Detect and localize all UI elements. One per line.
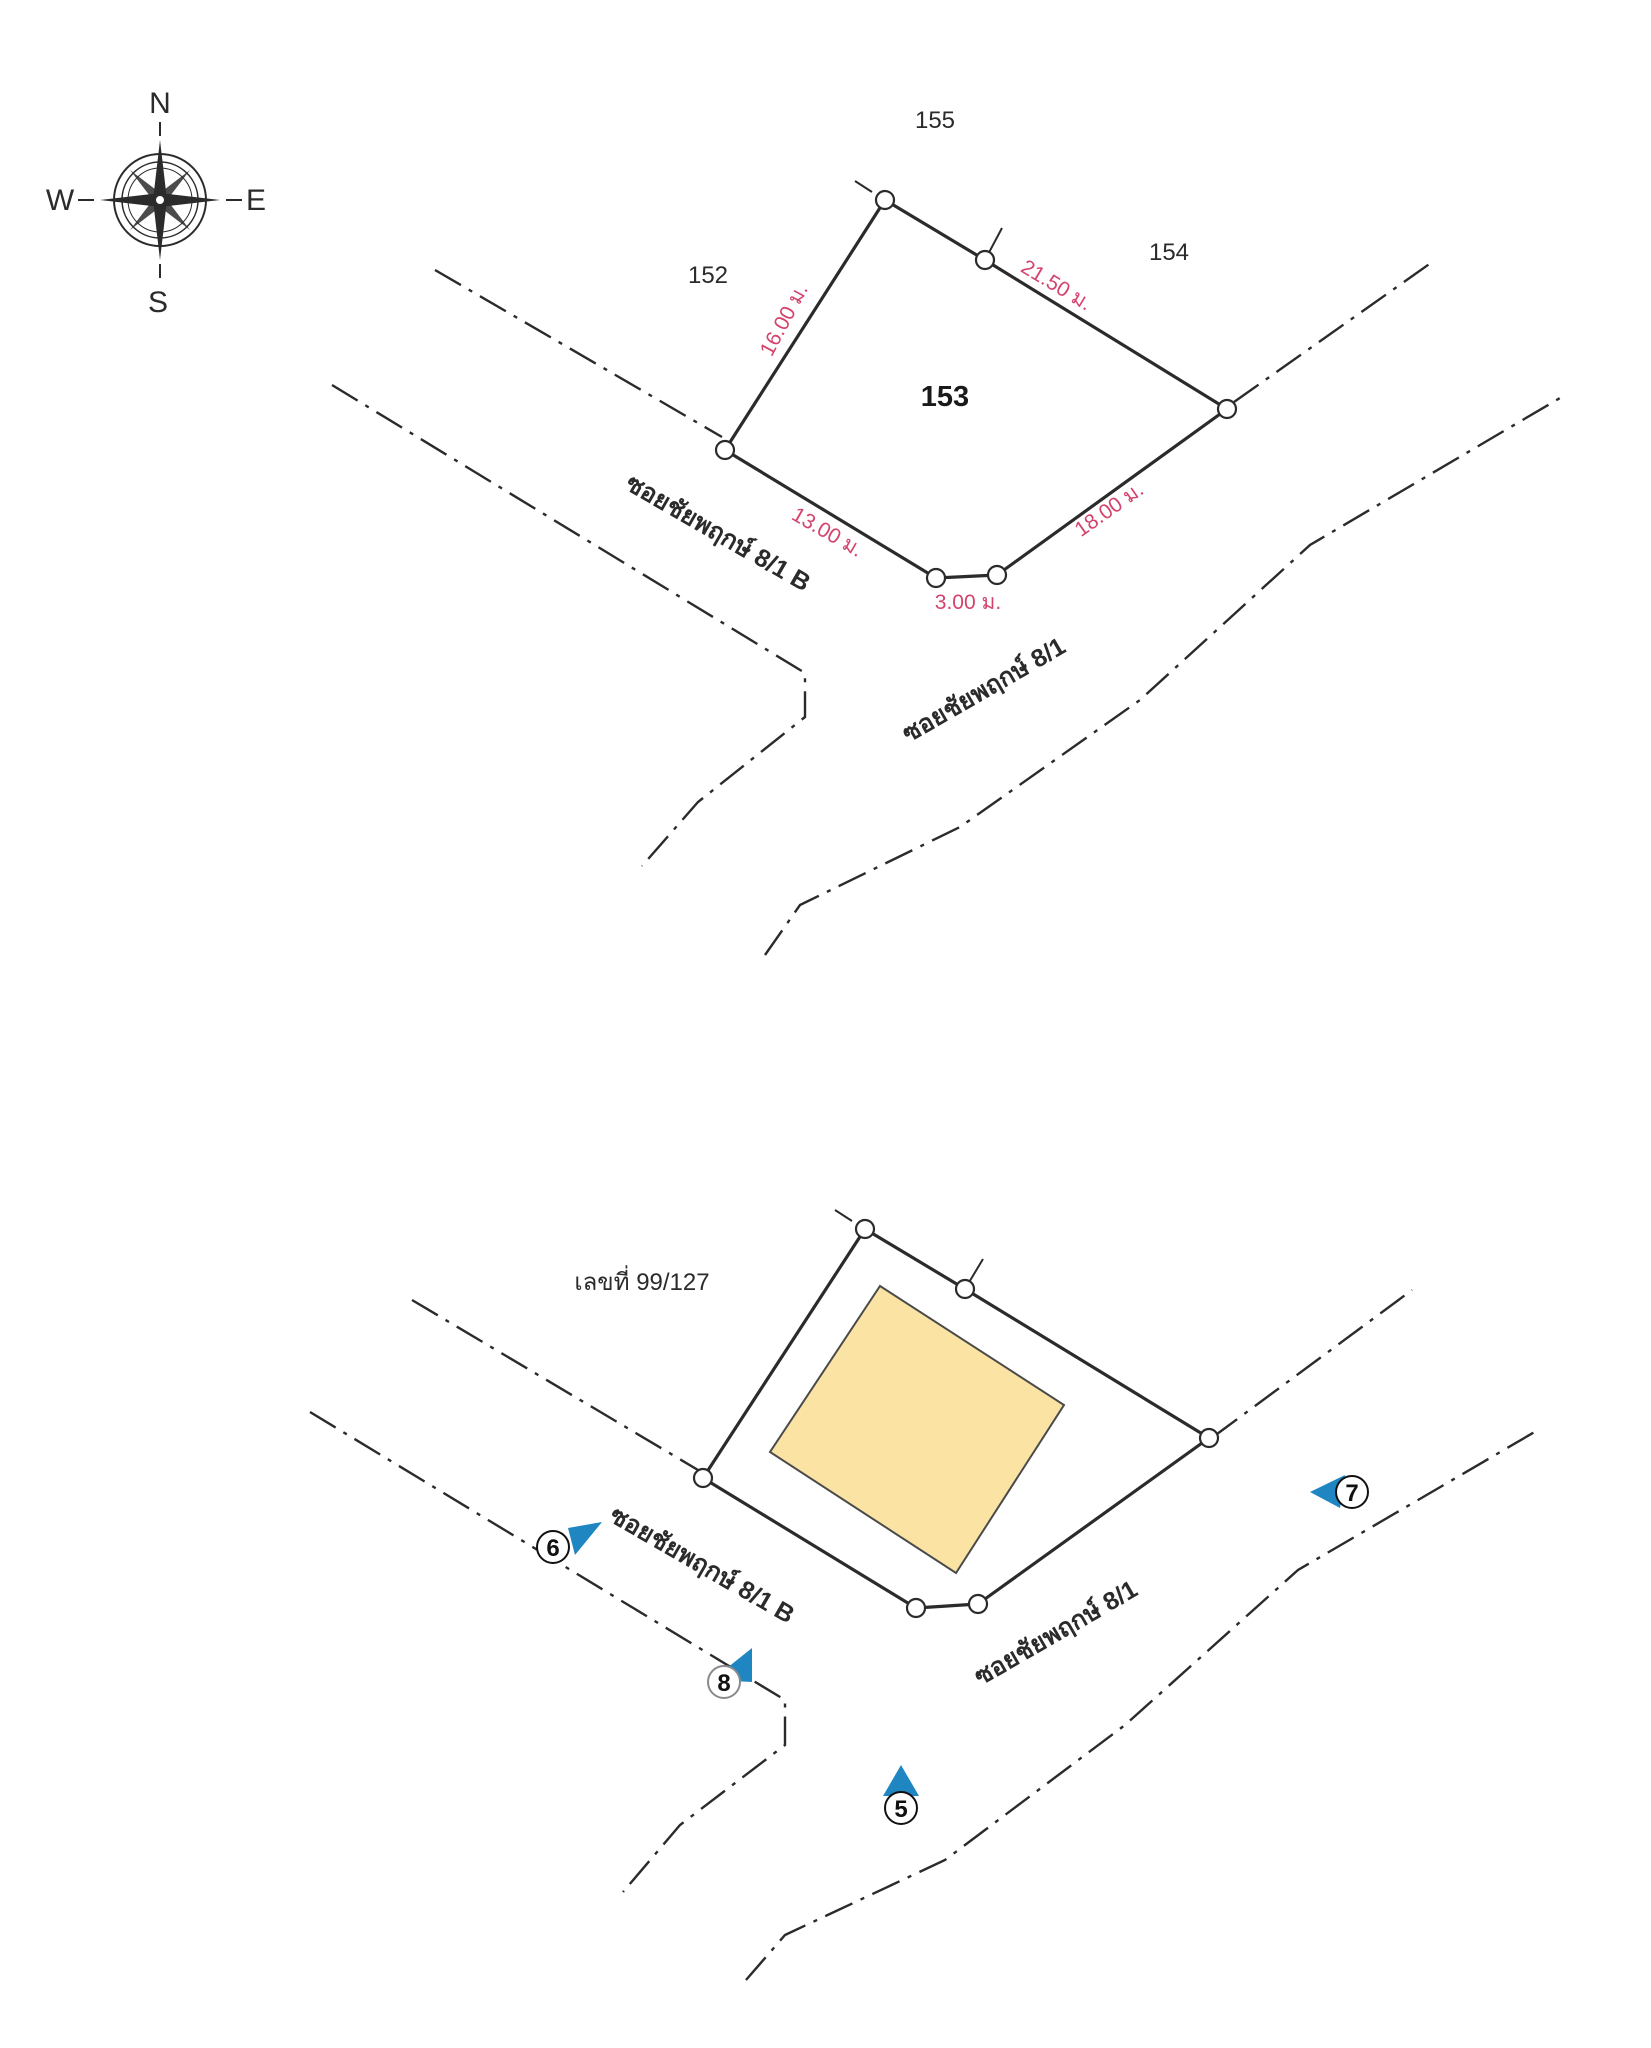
compass-east-label: E	[246, 184, 266, 217]
boundary-marker	[1216, 398, 1238, 420]
compass-north-label: N	[149, 87, 171, 120]
boundary-marker	[854, 1218, 876, 1240]
neighbor-plot-north: 155	[915, 107, 955, 134]
viewpoint-marker-7[interactable]: 7	[1310, 1475, 1369, 1509]
dimension-west-side: 16.00 ม.	[756, 280, 813, 360]
viewpoint-number-7: 7	[1345, 1480, 1358, 1507]
bottom-road-edge-main-south	[745, 1428, 1539, 1981]
boundary-marker	[905, 1597, 927, 1619]
viewpoint-marker-6[interactable]: 6	[536, 1522, 602, 1564]
boundary-marker	[986, 564, 1008, 586]
bottom-road-edge-b-south	[309, 1410, 787, 1893]
boundary-marker	[1198, 1427, 1220, 1449]
viewpoint-marker-8[interactable]: 8	[707, 1648, 752, 1699]
dimension-south-side: 3.00 ม.	[935, 591, 1001, 614]
boundary-marker	[974, 249, 996, 271]
viewpoint-marker-5[interactable]: 5	[883, 1765, 919, 1825]
compass-south-label: S	[148, 286, 168, 319]
boundary-marker	[714, 439, 736, 461]
bottom-road-edge-main-north	[1212, 1289, 1413, 1438]
boundary-marker	[692, 1467, 714, 1489]
address-label: เลขที่ 99/127	[574, 1265, 709, 1296]
boundary-marker	[874, 189, 896, 211]
top-road-edge-b-north	[434, 268, 723, 439]
top-road-edge-main-north	[1233, 259, 1436, 403]
top-road-edge-main-south	[764, 396, 1561, 956]
top-map: 153 155 152 154 16.00 ม. 21.50 ม. 13.00 …	[331, 107, 1561, 956]
viewpoint-number-8: 8	[717, 1670, 730, 1697]
compass-rose-icon	[78, 122, 242, 278]
boundary-marker	[925, 567, 947, 589]
plot-number-label: 153	[921, 381, 969, 413]
boundary-marker	[967, 1593, 989, 1615]
neighbor-plot-west: 152	[688, 262, 728, 289]
neighbor-plot-east: 154	[1149, 239, 1189, 266]
compass-west-label: W	[46, 184, 75, 217]
bottom-road-edge-b-north	[411, 1298, 699, 1472]
road-label-main: ซอยชัยพฤกษ์ 8/1	[897, 631, 1070, 748]
dimension-southeast-side: 18.00 ม.	[1071, 478, 1148, 542]
boundary-marker	[954, 1278, 976, 1300]
top-road-edge-b-south	[331, 383, 807, 867]
building-footprint	[768, 1284, 1066, 1575]
viewpoint-number-5: 5	[894, 1796, 907, 1823]
viewpoint-number-6: 6	[546, 1535, 559, 1562]
bottom-map: เลขที่ 99/127 ซอยชัยพฤกษ์ 8/1 B ซอยชัยพฤ…	[309, 1209, 1539, 1981]
